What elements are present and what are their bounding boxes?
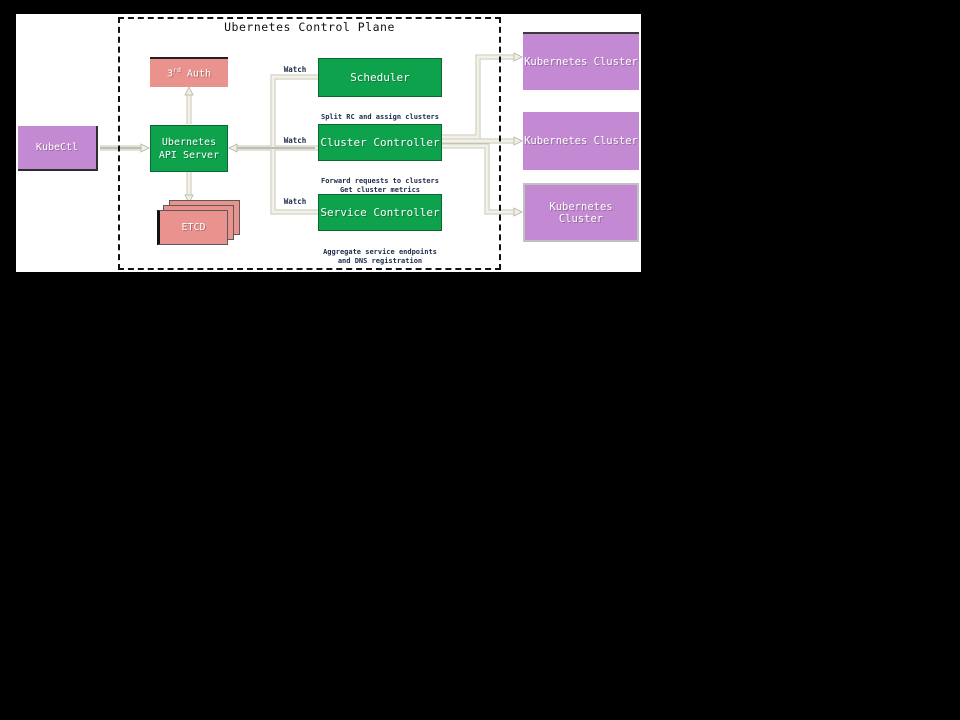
arrowhead-right-cluster1 — [513, 52, 523, 62]
watch-label-cluster-controller: Watch — [283, 136, 307, 145]
scheduler-label: Scheduler — [350, 71, 410, 84]
kubernetes-cluster-box-3: Kubernetes Cluster — [523, 183, 639, 242]
connector-layer — [100, 52, 523, 217]
arrowhead-left-api — [228, 143, 238, 153]
third-auth-box: 3rd Auth — [150, 57, 228, 87]
api-server-box: Ubernetes API Server — [150, 125, 228, 172]
kubectl-box: KubeCtl — [18, 126, 98, 171]
third-auth-label: 3rd Auth — [167, 66, 211, 79]
cluster-controller-caption: Forward requests to clusters Get cluster… — [305, 177, 455, 194]
kubectl-label: KubeCtl — [35, 142, 79, 153]
caption-line: Split RC and assign clusters — [320, 113, 439, 121]
api-server-label-line1: Ubernetes — [161, 136, 217, 148]
etcd-stack: ETCD — [157, 200, 245, 250]
diagram-title: Ubernetes Control Plane — [224, 20, 395, 34]
control-plane-frame — [118, 17, 501, 270]
caption-line: Aggregate service endpoints — [323, 248, 437, 256]
caption-line: Get cluster metrics — [339, 185, 421, 194]
kubernetes-cluster-label: Kubernetes Cluster — [549, 200, 613, 225]
watch-label-service-controller: Watch — [283, 197, 307, 206]
third-auth-rest: Auth — [180, 68, 211, 80]
diagram-canvas: Ubernetes Control Plane KubeCtl 3rd Auth… — [16, 14, 641, 272]
kubernetes-cluster-label: Kubernetes Cluster — [524, 135, 638, 147]
scheduler-box: Scheduler — [318, 58, 442, 97]
arrowhead-right-api — [140, 143, 150, 153]
arrowhead-down-etcd — [184, 194, 194, 204]
service-controller-box: Service Controller — [318, 194, 442, 231]
kubernetes-cluster-box-1: Kubernetes Cluster — [523, 32, 639, 90]
kubernetes-cluster-box-2: Kubernetes Cluster — [523, 112, 639, 170]
third-auth-base: 3 — [167, 68, 174, 80]
scheduler-caption: Split RC and assign clusters — [305, 113, 455, 122]
arrowhead-up-auth — [184, 86, 194, 96]
cluster-controller-box: Cluster Controller — [318, 124, 442, 161]
service-controller-caption: Aggregate service endpoints and DNS regi… — [305, 248, 455, 265]
service-controller-label: Service Controller — [320, 206, 440, 219]
etcd-label: ETCD — [181, 222, 206, 233]
kubernetes-cluster-label: Kubernetes Cluster — [524, 56, 638, 68]
watch-label-scheduler: Watch — [283, 65, 307, 74]
caption-line: Forward requests to clusters — [320, 177, 439, 185]
cluster-controller-label: Cluster Controller — [320, 136, 440, 149]
arrowhead-right-cluster2 — [513, 136, 523, 146]
api-server-label-line2: API Server — [158, 149, 220, 161]
caption-line: and DNS registration — [337, 256, 423, 265]
third-auth-sup: rd — [173, 66, 181, 75]
etcd-card-front: ETCD — [157, 210, 228, 245]
arrowhead-right-cluster3 — [513, 207, 523, 217]
